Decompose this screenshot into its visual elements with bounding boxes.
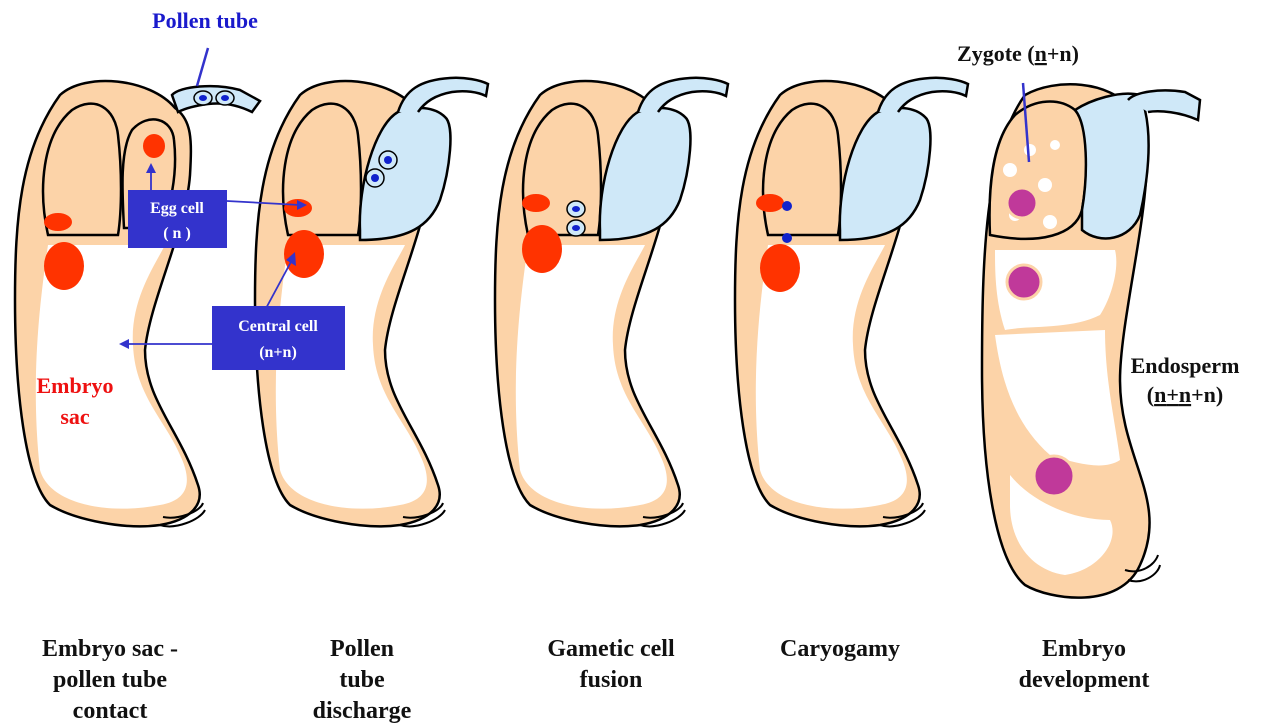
stage-caption-line: pollen tube — [53, 667, 167, 693]
egg-cell-label-box: Egg cell ( n ) — [128, 190, 227, 248]
endosperm-suffix: +n) — [1191, 382, 1223, 407]
pollen-tube-label: Pollen tube — [152, 8, 258, 33]
stage-caption-line: Embryo sac - — [42, 636, 178, 662]
central-cell-nucleus — [44, 242, 84, 290]
vacuole — [1038, 178, 1052, 192]
egg-cell-ploidy: ( n ) — [163, 225, 191, 242]
stage-caption-line: contact — [73, 698, 148, 724]
sperm-nucleus — [371, 174, 379, 182]
egg-cell-nucleus — [44, 213, 72, 231]
stage-caption-line: tube — [339, 667, 385, 693]
stage-caption-line: Embryo — [1042, 636, 1126, 662]
endosperm-ploidy: (n+n+n) — [1147, 382, 1223, 407]
zygote-label-prefix: Zygote ( — [957, 41, 1035, 66]
endosperm-nucleus — [1034, 456, 1074, 496]
endosperm-plus1: + — [1166, 382, 1179, 407]
sperm-nucleus — [384, 156, 392, 164]
endosperm-label: Endosperm — [1131, 353, 1240, 378]
vacuole — [1024, 144, 1036, 156]
pollen-tube-tip — [172, 86, 260, 112]
pollen-tube-remnant — [1075, 94, 1149, 239]
zygote-label: Zygote (n+n) — [957, 41, 1079, 66]
central-cell-nucleus — [760, 244, 800, 292]
central-cell-label-box: Central cell (n+n) — [212, 306, 345, 370]
sperm-nucleus — [572, 225, 580, 231]
central-cell-vacuole — [276, 245, 427, 509]
zygote-nucleus — [1007, 188, 1037, 218]
endosperm-part1: n — [1154, 382, 1166, 407]
stage-embryo-development — [982, 84, 1200, 597]
pollen-tube-stem — [398, 78, 488, 112]
stage-caption-line: development — [1019, 667, 1150, 693]
sperm-nucleus — [199, 95, 207, 101]
central-cell-nucleus — [522, 225, 562, 273]
zygote-label-underlined: n — [1035, 41, 1047, 66]
vacuole — [1050, 140, 1060, 150]
sperm-nucleus — [221, 95, 229, 101]
egg-cell-nucleus — [756, 194, 784, 212]
vacuole — [1003, 163, 1017, 177]
pollen-tube-pointer — [197, 48, 208, 86]
stage-caption-line: Caryogamy — [780, 636, 900, 662]
central-cell-vacuole — [516, 245, 667, 509]
vacuole — [1043, 215, 1057, 229]
zygote-label-suffix: +n) — [1047, 41, 1079, 66]
endosperm-part2: n — [1179, 382, 1191, 407]
stage-pollen-tube-discharge — [255, 78, 488, 527]
embryo-sac-label: Embryo — [37, 373, 114, 398]
central-cell-nucleus — [284, 230, 324, 278]
central-cell-ploidy: (n+n) — [259, 344, 297, 361]
pollen-tube-stem — [878, 78, 968, 112]
sperm-nucleus-fusing-central — [782, 233, 792, 243]
endosperm-nucleus — [1007, 265, 1041, 299]
pollen-tube-stem — [638, 78, 728, 112]
stage-gametic-cell-fusion — [495, 78, 728, 527]
central-cell-label: Central cell — [238, 318, 318, 335]
stage-caption-line: discharge — [313, 698, 412, 724]
stage-embryo-sac-contact — [15, 81, 260, 526]
egg-cell-label: Egg cell — [150, 200, 204, 217]
stage-caption-line: fusion — [580, 667, 643, 693]
stage-caption-line: Pollen — [330, 636, 394, 662]
endosperm-open: ( — [1147, 382, 1154, 407]
synergid-nucleus — [143, 134, 165, 158]
stage-caryogamy — [735, 78, 968, 527]
egg-cell-nucleus — [522, 194, 550, 212]
stage-caption-line: Gametic cell — [547, 636, 675, 662]
embryo-sac-label-2: sac — [60, 404, 90, 429]
sperm-nucleus — [572, 206, 580, 212]
stage-1-sac — [15, 81, 205, 526]
stage-captions: Embryo sac - pollen tube contact Pollen … — [42, 636, 1149, 724]
sperm-nucleus-fusing-egg — [782, 201, 792, 211]
